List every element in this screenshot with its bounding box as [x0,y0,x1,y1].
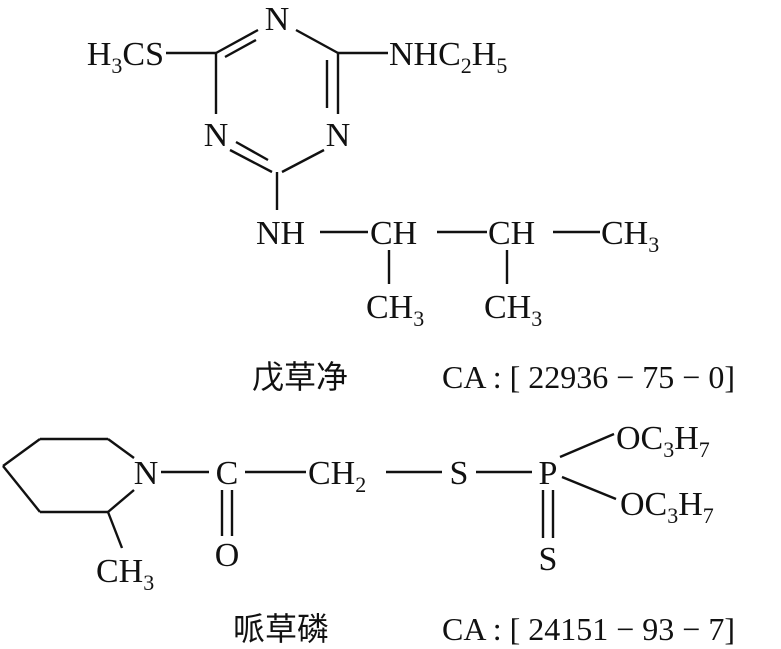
ring-nitrogen-right: N [326,117,351,154]
bond-ring-to-methyl [106,511,124,549]
ring-nitrogen-left: N [204,117,229,154]
methyl-end-group: CH3 [601,215,659,257]
ring-bond-n-left-to-c-bottom [229,148,273,174]
propoxy-group-2: OC3H7 [620,486,714,528]
methylene-group: CH2 [308,455,366,497]
piperidine-nitrogen: N [134,455,159,492]
methyl-b-group: CH3 [484,289,542,331]
compound-1-name: 戊草净 [252,359,348,395]
bond-p-to-propoxy-2 [561,475,617,501]
ring-bond-n-top-to-c-left [215,28,259,55]
piperidine-bond-top-right [107,438,135,459]
propoxy-group-1: OC3H7 [616,420,710,462]
compound-1-structure: N N N H3CS NHC2H5 NH CH CH CH3 CH3 CH3 戊… [87,1,735,395]
methyl-a-group: CH3 [366,289,424,331]
thiono-sulfur: S [539,541,558,578]
carbonyl-oxygen: O [215,537,240,574]
compound-2-cas-number: CA : [ 24151 − 93 − 7] [442,611,735,647]
ring-nitrogen-top: N [265,1,290,38]
methine-ch-b: CH [488,215,535,252]
phosphorus-atom: P [539,455,558,492]
ethylamino-group: NHC2H5 [389,36,507,78]
amine-nh-label: NH [256,215,305,252]
ring-bond-n-right-to-c-bottom [281,148,325,174]
compound-2-structure: N CH3 C O CH2 S P S OC3H7 OC3H7 哌草磷 CA :… [2,420,735,647]
piperidine-bond-bottom-right [107,489,135,513]
piperidine-bond-top-left [2,438,41,467]
ring-bond-n-top-to-c-right [295,28,339,55]
ring-double-bond-inner-bottom-left [235,140,269,162]
ring-double-bond-inner-top-left [224,38,257,59]
bond-p-to-propoxy-1 [559,432,615,459]
piperidine-bond-bottom-left [2,465,41,513]
thioether-sulfur: S [450,455,469,492]
compound-1-cas-number: CA : [ 22936 − 75 − 0] [442,359,735,395]
methine-ch-a: CH [370,215,417,252]
methylthio-group: H3CS [87,36,164,78]
carbonyl-carbon: C [216,455,239,492]
piperidine-methyl-group: CH3 [96,553,154,595]
compound-2-name: 哌草磷 [233,611,329,647]
